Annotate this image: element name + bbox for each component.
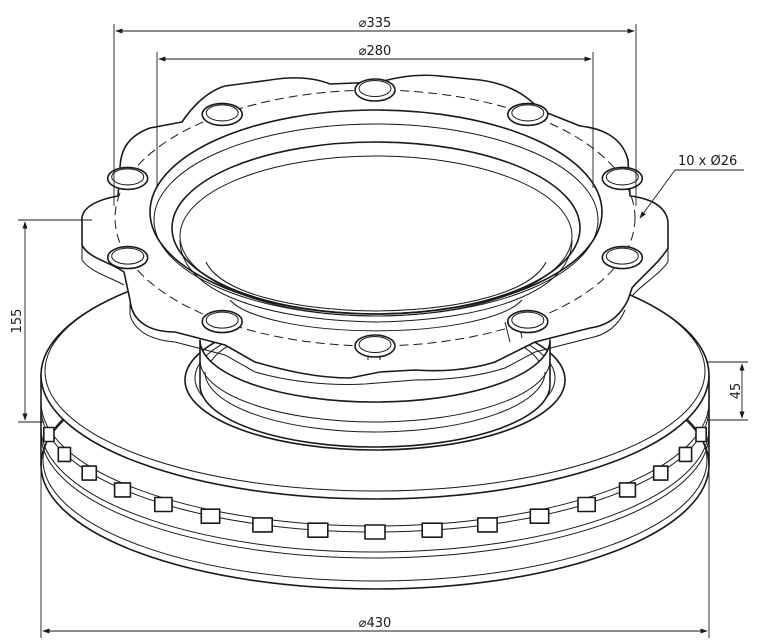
dim-d280-label: ⌀280 [359, 44, 392, 59]
bolt-hole [354, 334, 396, 358]
dimension-holes: 10 x Ø26 [639, 154, 744, 219]
vent-slot [154, 496, 173, 513]
dimension-h45: 45 [706, 361, 748, 421]
dim-d335-label: ⌀335 [359, 16, 392, 31]
hub-hat [81, 74, 669, 448]
vent-slot [421, 522, 443, 539]
bolt-hole-bore [111, 168, 145, 186]
dim-h155-label: 155 [10, 309, 25, 334]
dim-holes-label: 10 x Ø26 [678, 154, 737, 169]
vent-slot [252, 517, 273, 533]
vent-slot [529, 508, 550, 525]
bolt-hole-bore [511, 104, 545, 122]
bolt-hole [106, 166, 149, 191]
mounting-flange [81, 74, 669, 379]
bolt-hole [201, 309, 243, 334]
vent-slot [476, 517, 498, 533]
bolt-hole [601, 245, 644, 270]
bolt-hole [106, 245, 149, 270]
dim-d430-label: ⌀430 [359, 616, 392, 631]
vent-slot [695, 426, 707, 443]
dimension-d335: ⌀335 [113, 16, 637, 206]
vent-slot [57, 446, 72, 463]
bolt-hole [201, 102, 243, 127]
dimension-h155: 155 [10, 219, 92, 423]
vent-slot [113, 482, 132, 498]
bolt-hole-bore [358, 80, 392, 97]
vent-slot [678, 446, 693, 463]
bolt-holes [106, 78, 644, 358]
dimension-d430: ⌀430 [40, 470, 710, 638]
vent-slot [42, 426, 55, 443]
vent-slot [81, 465, 98, 481]
vent-slot [307, 522, 329, 539]
bolt-hole-bore [605, 247, 639, 265]
bolt-hole-bore [205, 311, 239, 329]
bolt-hole-bore [358, 336, 392, 353]
vent-slot [577, 496, 597, 513]
bolt-hole-bore [511, 311, 545, 329]
dimension-d280: ⌀280 [156, 44, 594, 188]
vent-slot [652, 465, 669, 481]
bolt-hole-bore [111, 247, 145, 265]
vent-slot [618, 482, 637, 498]
vent-slot [200, 508, 221, 525]
bolt-hole-bore [205, 104, 239, 122]
bolt-hole [601, 166, 644, 191]
bolt-hole-bore [605, 168, 639, 186]
dim-h45-label: 45 [729, 383, 744, 400]
cooling-vents [42, 426, 707, 540]
vent-slot [364, 524, 386, 540]
bolt-hole [506, 309, 549, 334]
bolt-hole [354, 78, 396, 102]
bolt-hole [506, 102, 549, 127]
